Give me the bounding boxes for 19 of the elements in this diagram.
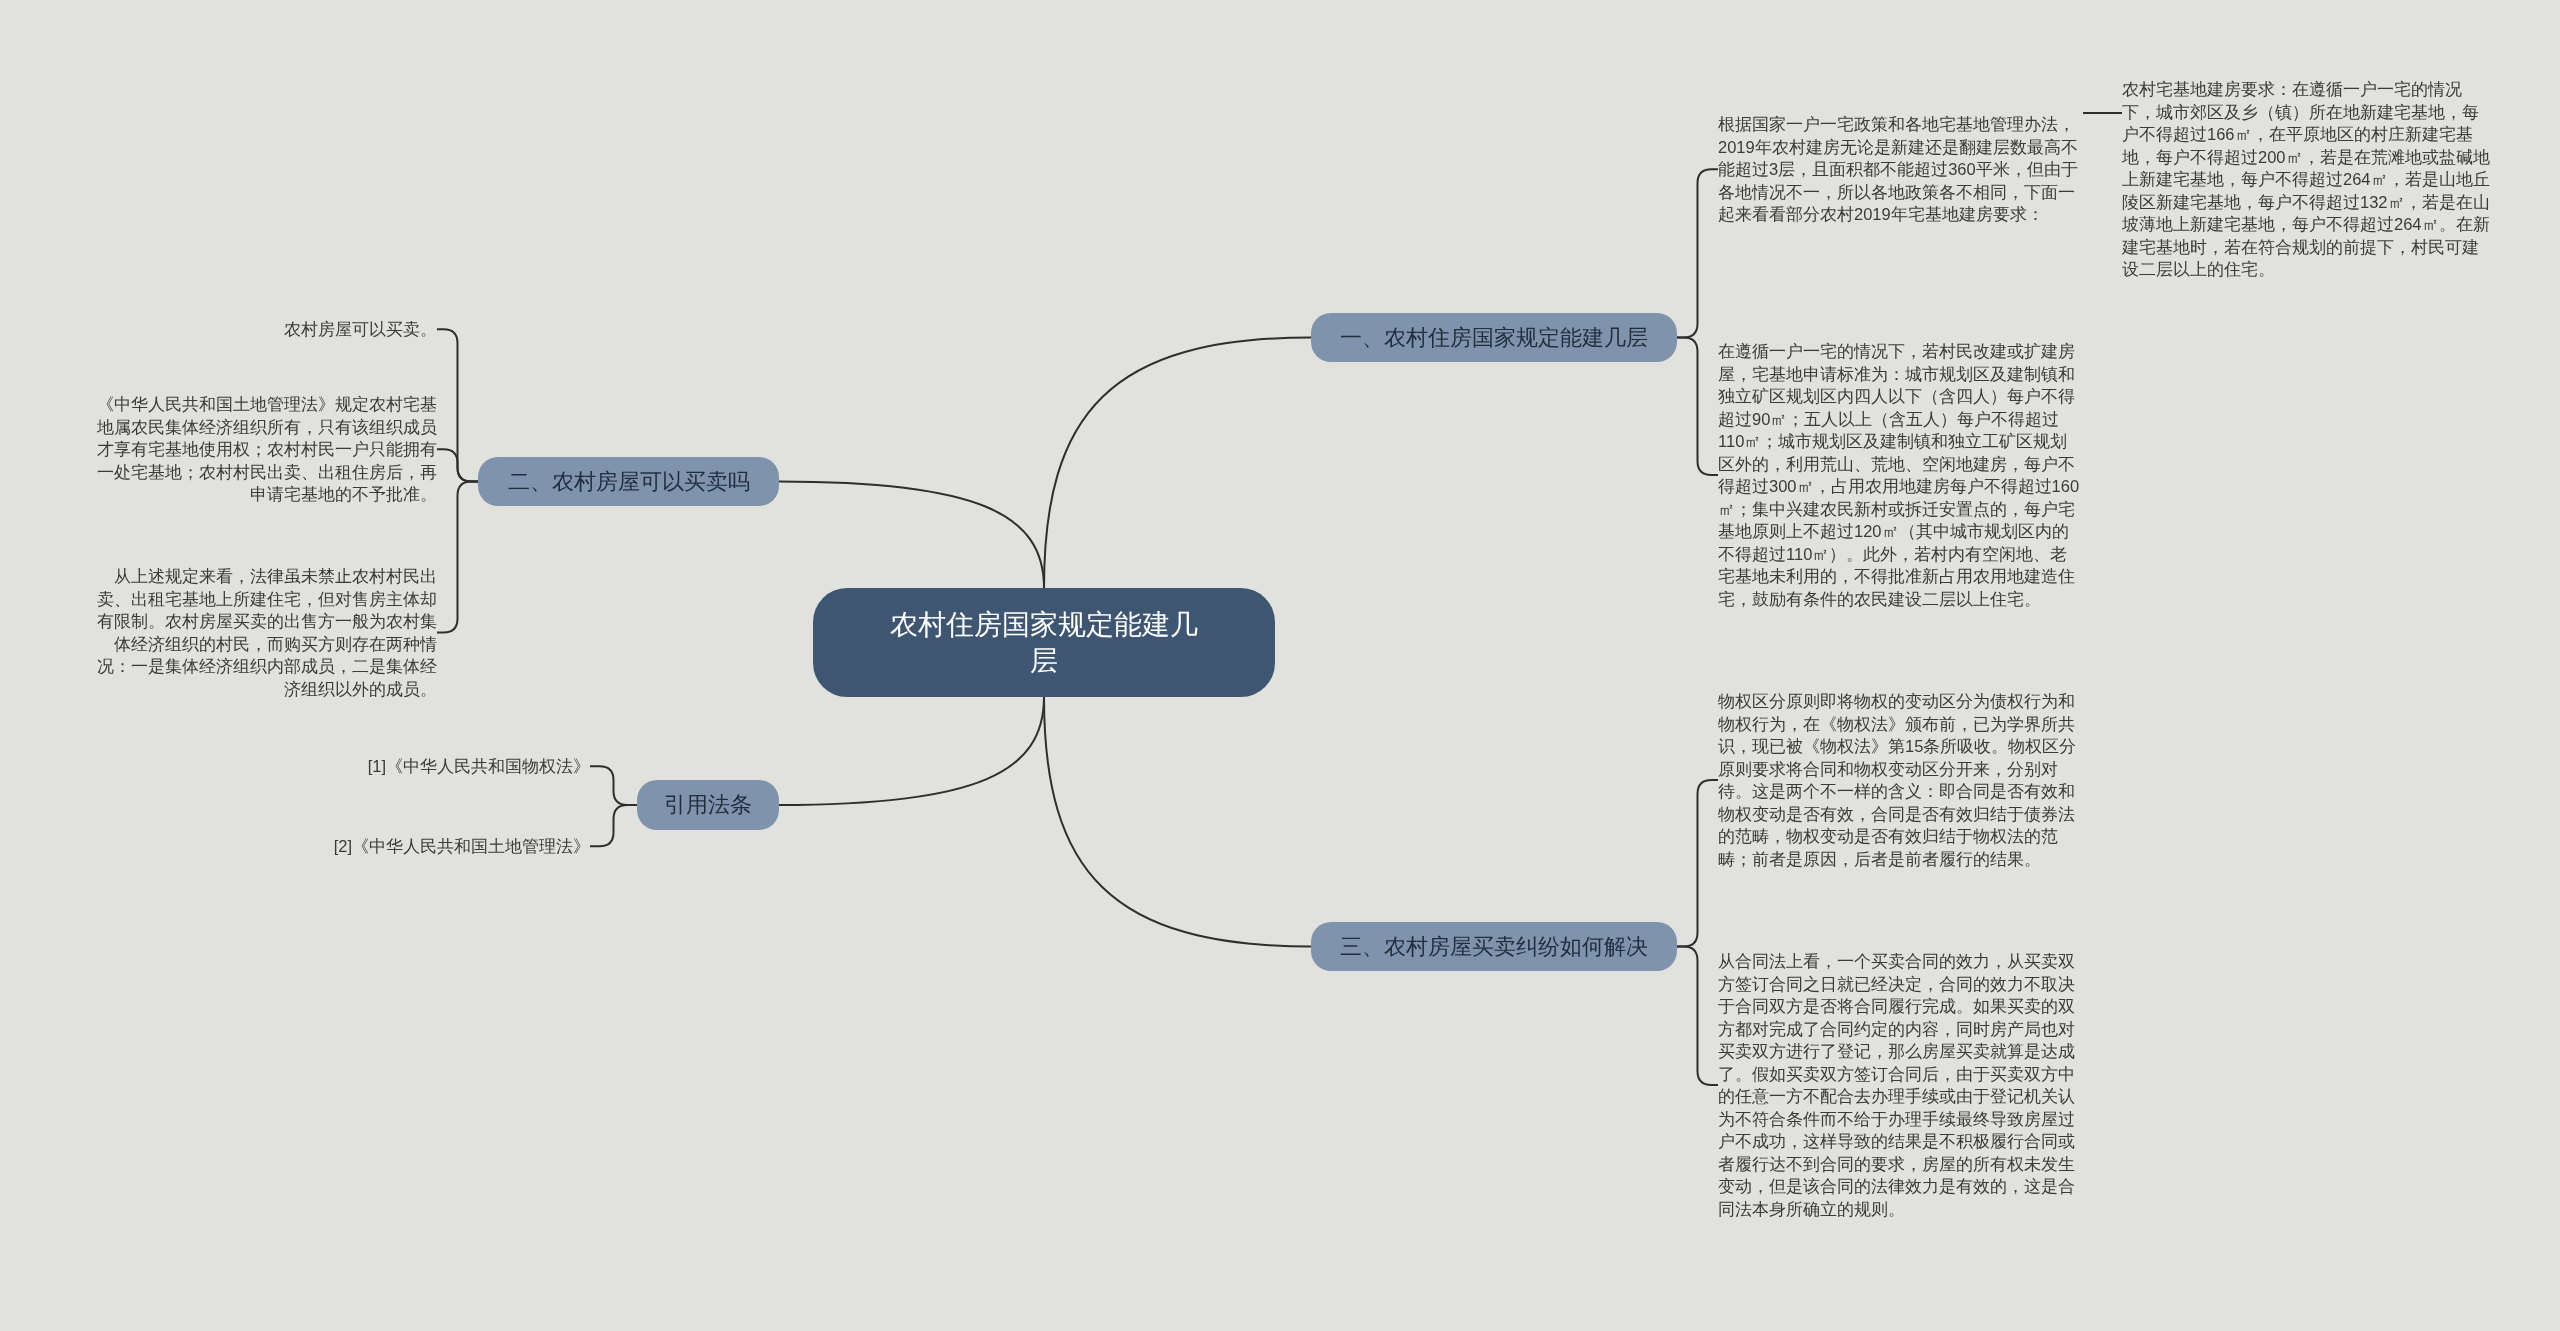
branch-topic: 一、农村住房国家规定能建几层 [1311,313,1677,362]
branch-topic: 二、农村房屋可以买卖吗 [478,457,779,506]
topic-text: [1]《中华人民共和国物权法》 [290,755,590,778]
topic-text: [2]《中华人民共和国土地管理法》 [250,835,590,858]
central-topic: 农村住房国家规定能建几层 [813,588,1275,697]
branch-topic: 引用法条 [637,780,779,830]
connector-line [589,804,638,848]
topic-text: 《中华人民共和国土地管理法》规定农村宅基地属农民集体经济组织所有，只有该组织成员才享有宅基地使用权；农村村民一户只能拥有一处宅基地；农村村民出卖、出租住房后，再申请宅基地的不予批准。 [82,393,437,506]
connector-line [2082,112,2123,114]
topic-text: 农村房屋可以买卖。 [82,318,437,341]
topic-text: 根据国家一户一宅政策和各地宅基地管理办法，2019年农村建房无论是新建还是翻建层数最高不能超过3层，且面积都不能超过360平米，但由于各地情况不一，所以各地政策各不相同，下面一起来看看部分农村2019年宅基地建房要求： [1718,113,2083,226]
branch-topic: 三、农村房屋买卖纠纷如何解决 [1311,922,1677,971]
topic-text: 农村宅基地建房要求：在遵循一户一宅的情况下，城市郊区及乡（镇）所在地新建宅基地，每户不得超过166㎡，在平原地区的村庄新建宅基地，每户不得超过200㎡，若是在荒滩地或盐碱地上新建宅基地，每户不得超过264㎡，若是山地丘陵区新建宅基地，每户不得超过132㎡，若是在山坡薄地上新建宅基地，每户不得超过264㎡。在新建宅基地时，若在符合规划的前提下，村民可建设二层以上的住宅。 [2122,78,2490,281]
topic-text: 物权区分原则即将物权的变动区分为债权行为和物权行为，在《物权法》颁布前，已为学界所共识，现已被《物权法》第15条所吸收。物权区分原则要求将合同和物权变动区分开来，分别对待。这是两个不一样的含义：即合同是否有效和物权变动是否有效，合同是否有效归结于债券法的范畴，物权变动是否有效归结于物权法的范畴；前者是原因，后者是前者履行的结果。 [1718,690,2083,870]
connector-line [778,480,1045,589]
topic-text: 在遵循一户一宅的情况下，若村民改建或扩建房屋，宅基地申请标准为：城市规划区及建制镇和独立矿区规划区内四人以下（含四人）每户不得超过90㎡；五人以上（含五人）每户不得超过110㎡；城市规划区及建制镇和独立工矿区规划区外的，利用荒山、荒地、空闲地建房，每户不得超过300㎡，占用农用地建房每户不得超过160㎡；集中兴建农民新村或拆迁安置点的，每户宅基地原则上不超过120㎡（其中城市规划区内的不得超过110㎡）。此外，若村内有空闲地、老宅基地未利用的，不得批准新占用农用地建造住宅，鼓励有条件的农民建设二层以上住宅。 [1718,340,2083,610]
topic-text: 从合同法上看，一个买卖合同的效力，从买卖双方签订合同之日就已经决定，合同的效力不取决于合同双方是否将合同履行完成。如果买卖的双方都对完成了合同约定的内容，同时房产局也对买卖双方进行了登记，那么房屋买卖就算是达成了。假如买卖双方签订合同后，由于买卖双方中的任意一方不配合去办理手续或由于登记机关认为不符合条件而不给于办理手续最终导致房屋过户不成功，这样导致的结果是不积极履行合同或者履行达不到合同的要求，房屋的所有权未发生变动，但是该合同的法律效力是有效的，这是合同法本身所确立的规则。 [1718,950,2083,1220]
connector-line [778,696,1045,806]
topic-text: 从上述规定来看，法律虽未禁止农村村民出卖、出租宅基地上所建住宅，但对售房主体却有限制。农村房屋买卖的出售方一般为农村集体经济组织的村民，而购买方则存在两种情况：一是集体经济组织内部成员，二是集体经济组织以外的成员。 [82,565,437,700]
